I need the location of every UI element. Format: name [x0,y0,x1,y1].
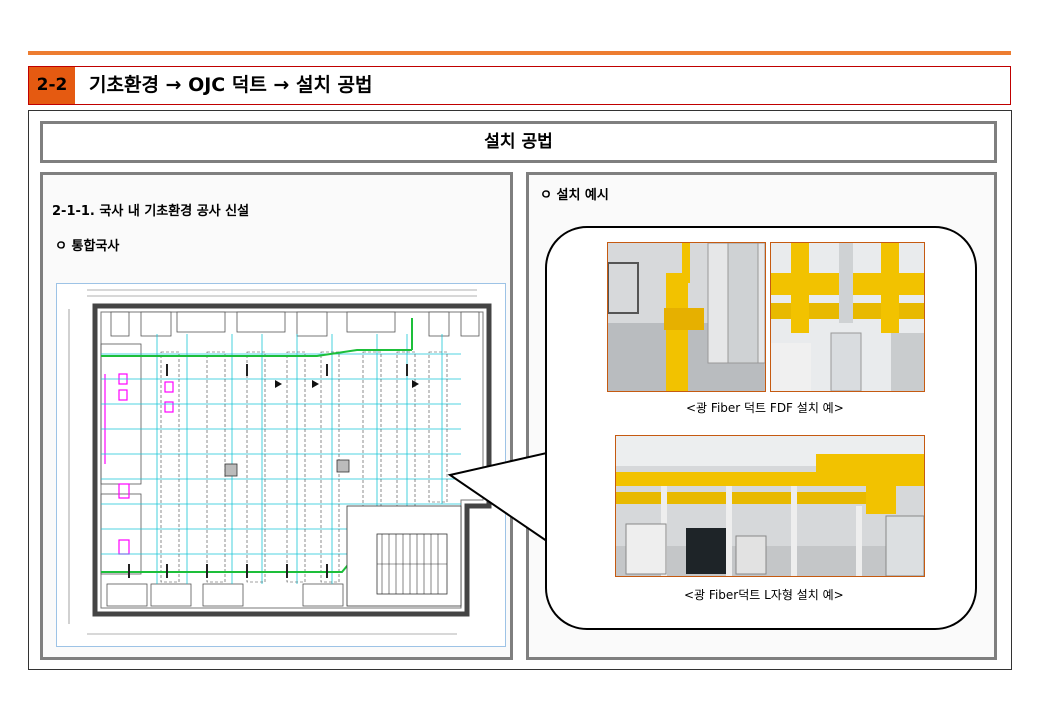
caption-l-shaped-example: <광 Fiber덕트 L자형 설치 예> [684,588,844,602]
left-bullet: ㅇ 통합국사 [55,239,120,254]
photo-fdf-duct-floor [607,242,766,392]
callout-pointer [447,448,560,552]
top-accent-rule [28,51,1011,55]
photo-l-shaped-duct [615,435,925,577]
floor-plan-svg [68,289,492,635]
left-heading: 2-1-1. 국사 내 기초환경 공사 신설 [52,204,250,219]
panel-title: 설치 공법 [40,121,997,163]
photo-fdf-duct-overhead [770,242,925,392]
section-title: 기초환경 → OJC 덕트 → 설치 공법 [89,74,373,96]
caption-fdf-example: <광 Fiber 덕트 FDF 설치 예> [686,401,844,415]
floor-plan-drawing [56,283,506,647]
right-bullet: ㅇ 설치 예시 [540,188,609,203]
section-number-badge: 2-2 [29,67,75,104]
section-title-bar: 2-2 기초환경 → OJC 덕트 → 설치 공법 [28,66,1011,105]
